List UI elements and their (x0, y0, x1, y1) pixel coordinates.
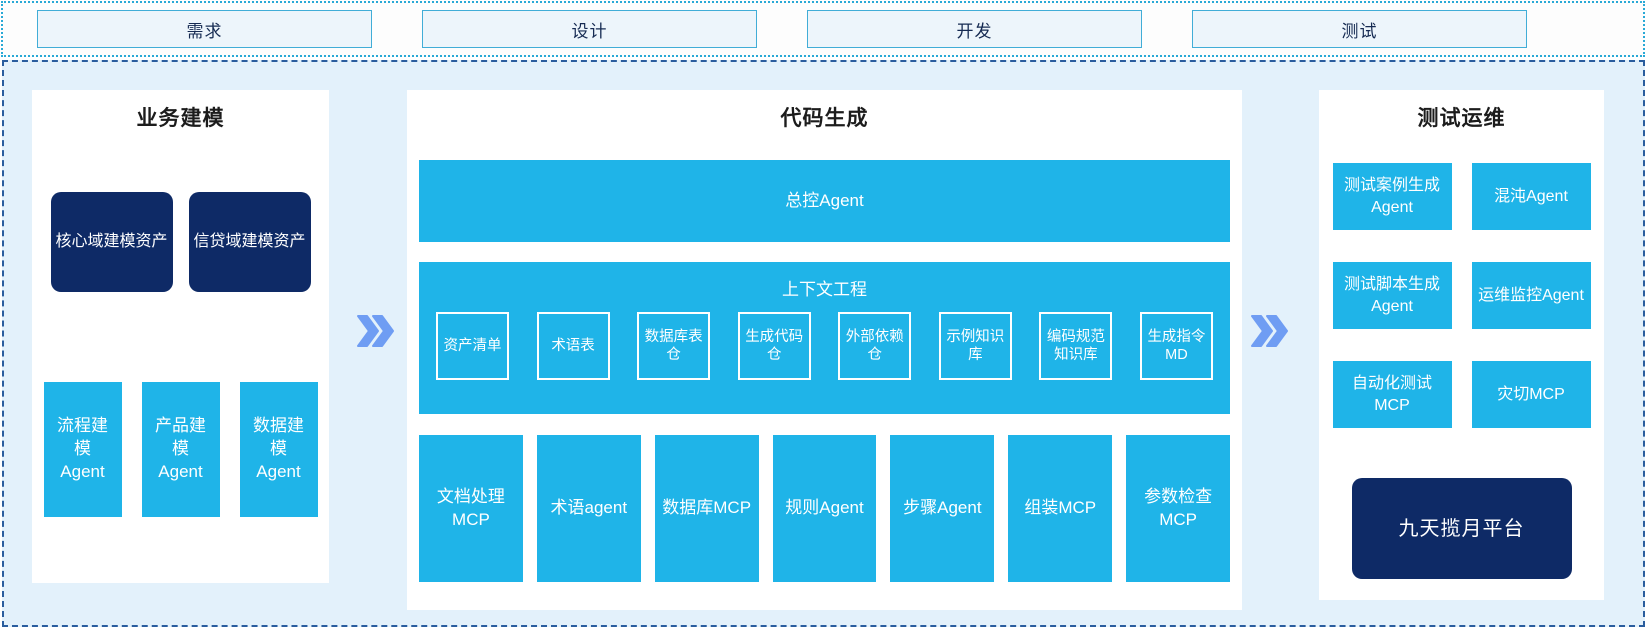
pipeline-section: 业务建模 核心域建模资产 信贷域建模资产 流程建模Agent 产品建模Agent… (2, 60, 1645, 627)
test-ops-row-3: 自动化测试MCP 灾切MCP (1319, 361, 1604, 428)
phase-box-testing: 测试 (1192, 10, 1527, 48)
context-item-generated-code-repo: 生成代码仓 (737, 312, 811, 380)
context-item-asset-list: 资产清单 (436, 312, 509, 380)
tool-box-param-check-mcp: 参数检查MCP (1126, 435, 1231, 582)
tool-box-doc-processing-mcp: 文档处理MCP (419, 435, 523, 582)
agent-box-process-modeling: 流程建模Agent (43, 382, 122, 517)
phase-box-requirements: 需求 (37, 10, 372, 48)
phase-box-design: 设计 (422, 10, 757, 48)
tool-box-step-agent: 步骤Agent (890, 435, 995, 582)
context-item-glossary: 术语表 (536, 312, 610, 380)
platform-box-jiutian-lanyue: 九天揽月平台 (1351, 478, 1572, 579)
context-item-db-table-repo: 数据库表仓 (637, 312, 711, 380)
box-test-script-gen-agent: 测试脚本生成Agent (1332, 262, 1452, 329)
agent-box-product-modeling: 产品建模Agent (141, 382, 220, 517)
agent-box-data-modeling: 数据建模Agent (239, 382, 318, 517)
box-automated-test-mcp: 自动化测试MCP (1332, 361, 1452, 428)
tool-box-terminology-agent: 术语agent (536, 435, 641, 582)
panel-business-modeling: 业务建模 核心域建模资产 信贷域建模资产 流程建模Agent 产品建模Agent… (32, 90, 329, 583)
double-chevron-arrow-icon (1250, 313, 1290, 349)
box-test-case-gen-agent: 测试案例生成Agent (1332, 163, 1452, 230)
context-item-coding-standard-kb: 编码规范知识库 (1039, 312, 1113, 380)
modeling-agent-row: 流程建模Agent 产品建模Agent 数据建模Agent (32, 382, 329, 517)
business-modeling-title: 业务建模 (136, 107, 225, 130)
panel-test-ops: 测试运维 测试案例生成Agent 混沌Agent 测试脚本生成Agent 运维监… (1319, 90, 1604, 600)
codegen-tool-row: 文档处理MCP 术语agent 数据库MCP 规则Agent 步骤Agent 组… (419, 435, 1231, 582)
asset-box-credit-domain: 信贷域建模资产 (188, 192, 311, 292)
box-disaster-switch-mcp: 灾切MCP (1471, 361, 1591, 428)
phase-box-development: 开发 (807, 10, 1142, 48)
double-chevron-arrow-icon (356, 313, 396, 349)
context-item-example-kb: 示例知识库 (938, 312, 1012, 380)
test-ops-title: 测试运维 (1417, 107, 1506, 130)
tool-box-database-mcp: 数据库MCP (654, 435, 759, 582)
box-ops-monitor-agent: 运维监控Agent (1471, 262, 1591, 329)
context-item-external-deps-repo: 外部依赖仓 (838, 312, 912, 380)
context-item-instruction-md: 生成指令MD (1139, 312, 1213, 380)
tool-box-rule-agent: 规则Agent (772, 435, 877, 582)
context-engineering-title: 上下文工程 (782, 280, 867, 299)
context-engineering-block: 上下文工程 资产清单 术语表 数据库表仓 生成代码仓 外部依赖仓 示例知识库 编… (419, 262, 1230, 414)
modeling-asset-row: 核心域建模资产 信贷域建模资产 (32, 192, 329, 292)
master-agent-bar: 总控Agent (419, 160, 1230, 242)
context-item-row: 资产清单 术语表 数据库表仓 生成代码仓 外部依赖仓 示例知识库 编码规范知识库… (419, 312, 1230, 380)
phase-strip: 需求 设计 开发 测试 (1, 1, 1645, 57)
test-ops-row-2: 测试脚本生成Agent 运维监控Agent (1319, 262, 1604, 329)
panel-code-generation: 代码生成 总控Agent 上下文工程 资产清单 术语表 数据库表仓 生成代码仓 … (407, 90, 1242, 610)
tool-box-assembly-mcp: 组装MCP (1008, 435, 1113, 582)
code-generation-title: 代码生成 (780, 107, 869, 130)
asset-box-core-domain: 核心域建模资产 (50, 192, 173, 292)
box-chaos-agent: 混沌Agent (1471, 163, 1591, 230)
test-ops-row-1: 测试案例生成Agent 混沌Agent (1319, 163, 1604, 230)
